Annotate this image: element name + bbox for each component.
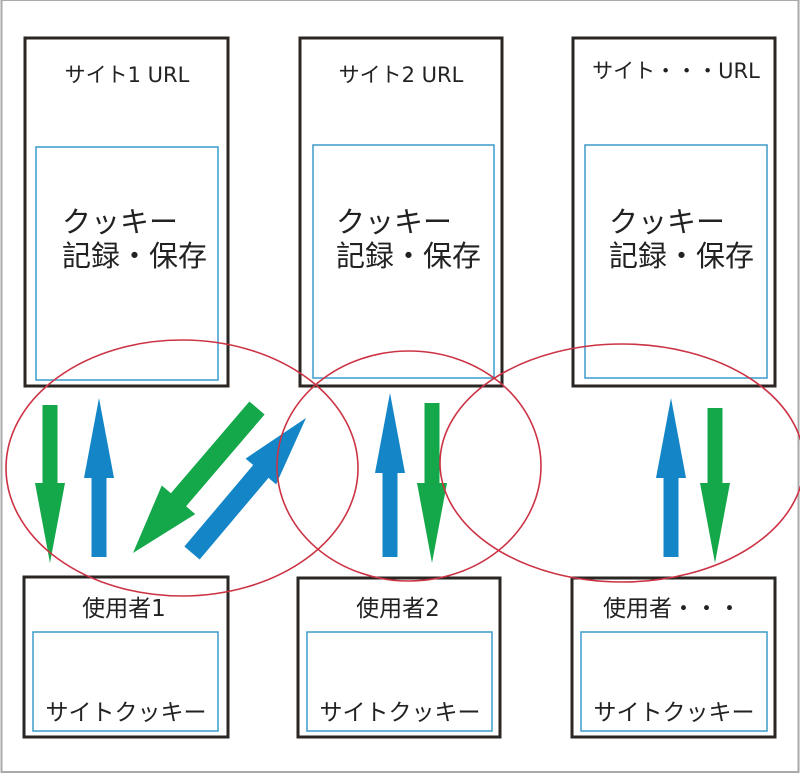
user-label: 使用者・・・ bbox=[603, 596, 741, 622]
store-label: 記録・保存 bbox=[62, 239, 207, 273]
response-arrow-1-icon bbox=[35, 405, 65, 563]
site-box-3: サイト・・・URL クッキー 記録・保存 bbox=[571, 36, 777, 388]
user-box-2: 使用者2 サイトクッキー bbox=[296, 576, 502, 739]
site-box-2: サイト2 URL クッキー 記録・保存 bbox=[298, 36, 504, 388]
site-cookie-label: サイトクッキー bbox=[320, 700, 481, 726]
response-arrow-diagonal-icon bbox=[133, 401, 265, 553]
cookie-store-box bbox=[584, 144, 768, 379]
site-cookie-label: サイトクッキー bbox=[594, 700, 755, 726]
user-label: 使用者1 bbox=[82, 596, 166, 622]
group-ellipse-1 bbox=[5, 339, 359, 597]
response-arrow-3-icon bbox=[700, 408, 730, 563]
site-cookie-box bbox=[580, 631, 768, 732]
site-title: サイト2 URL bbox=[339, 63, 464, 87]
store-label: 記録・保存 bbox=[609, 239, 754, 273]
user-box-3: 使用者・・・ サイトクッキー bbox=[570, 576, 777, 739]
cookie-store-box bbox=[35, 146, 219, 381]
site-title: サイト・・・URL bbox=[592, 59, 760, 83]
site-box-1: サイト1 URL クッキー 記録・保存 bbox=[23, 36, 230, 388]
group-ellipse-3 bbox=[439, 343, 800, 583]
cookie-label: クッキー bbox=[609, 205, 725, 239]
request-arrow-diagonal-icon bbox=[184, 418, 306, 560]
site-cookie-box bbox=[32, 631, 219, 732]
response-arrow-2-icon bbox=[417, 403, 447, 563]
cookie-label: クッキー bbox=[336, 205, 452, 239]
request-arrow-1-icon bbox=[84, 398, 114, 557]
site-cookie-box bbox=[306, 631, 493, 732]
site-cookie-label: サイトクッキー bbox=[46, 700, 207, 726]
store-label: 記録・保存 bbox=[336, 239, 481, 273]
request-arrow-2-icon bbox=[375, 393, 405, 557]
user-label: 使用者2 bbox=[356, 596, 440, 622]
site-title: サイト1 URL bbox=[65, 63, 190, 87]
cookie-store-box bbox=[312, 144, 495, 379]
group-ellipse-2 bbox=[276, 350, 542, 582]
cookie-label: クッキー bbox=[62, 205, 178, 239]
request-arrow-3-icon bbox=[656, 398, 686, 557]
user-box-1: 使用者1 サイトクッキー bbox=[22, 575, 230, 739]
arrows bbox=[35, 393, 730, 563]
